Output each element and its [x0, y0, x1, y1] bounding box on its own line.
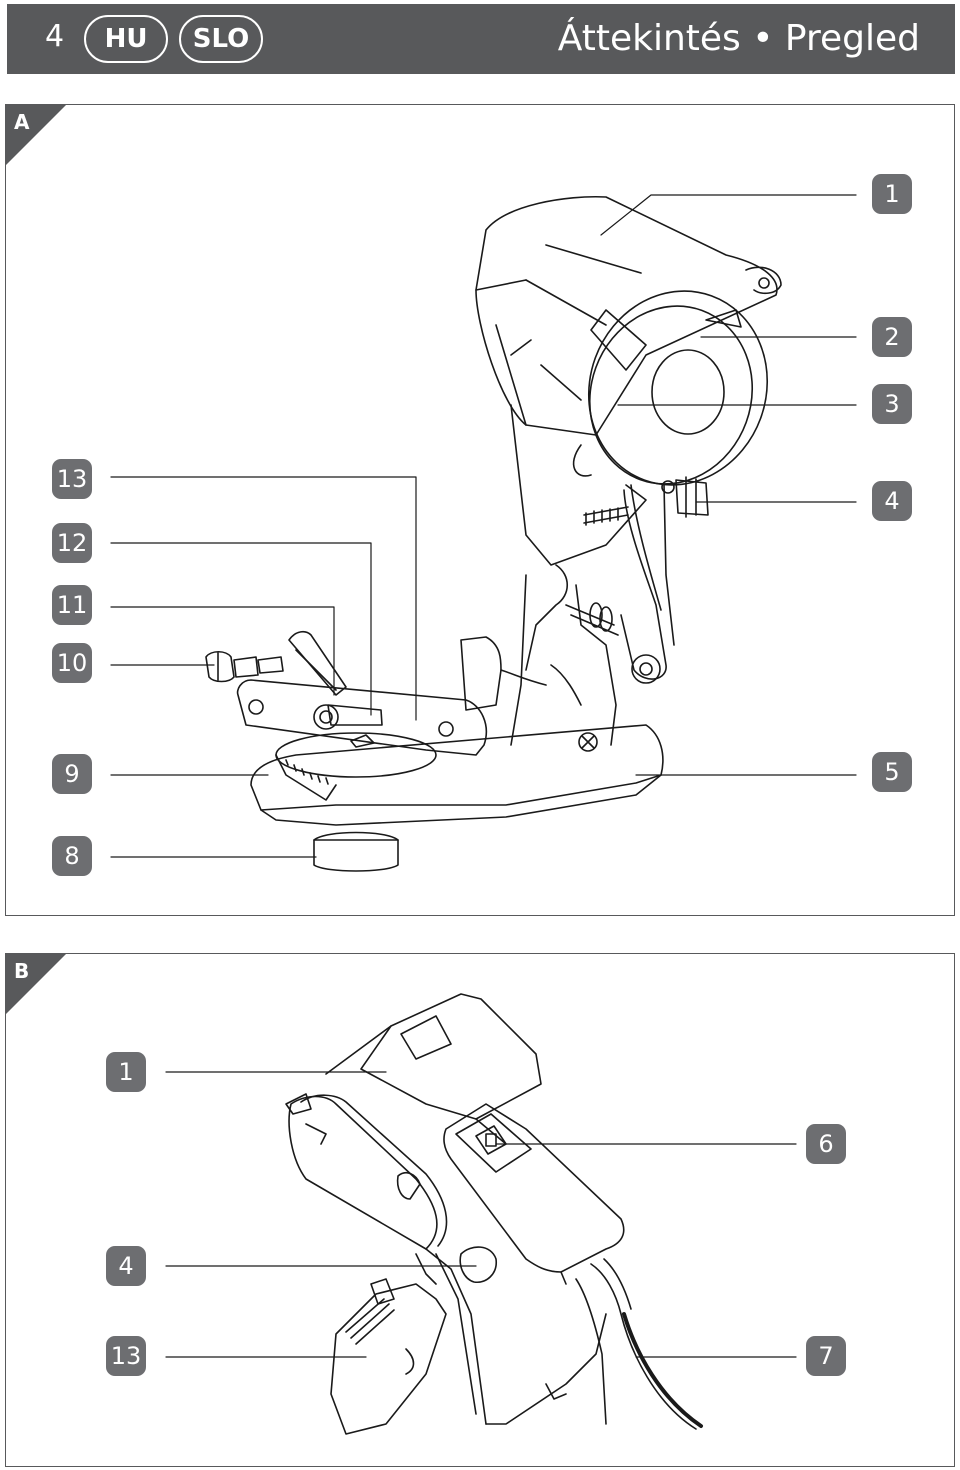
callout-13: 13 [52, 459, 92, 499]
callout-1: 1 [106, 1052, 146, 1092]
power-cable [575, 1258, 703, 1430]
arm-and-knob [415, 1246, 497, 1425]
callout-11: 11 [52, 585, 92, 625]
chain-clamp [236, 679, 488, 756]
callout-leaders-a [110, 194, 857, 858]
panel-corner-tag [6, 105, 66, 165]
adjust-bolt [583, 476, 709, 526]
figure-panel-b: B [5, 953, 955, 1467]
callout-13: 13 [106, 1336, 146, 1376]
callout-3: 3 [872, 384, 912, 424]
callout-9: 9 [52, 754, 92, 794]
clamp-lever [288, 630, 347, 696]
callout-1: 1 [872, 174, 912, 214]
switch-housing [443, 1103, 625, 1285]
panel-corner-tag [6, 954, 66, 1014]
callout-7: 7 [806, 1336, 846, 1376]
wheel-cover-rear [285, 1093, 448, 1250]
callout-4: 4 [106, 1246, 146, 1286]
panel-label-b: B [14, 959, 30, 983]
stop-screw [205, 650, 284, 683]
language-badge-slo: SLO [179, 15, 263, 63]
callout-10: 10 [52, 643, 92, 683]
machine-base [250, 724, 664, 826]
base-foot [313, 831, 399, 872]
page-number: 4 [45, 19, 65, 54]
callout-2: 2 [872, 317, 912, 357]
support-column [460, 564, 619, 746]
panel-label-a: A [14, 110, 30, 134]
chain-holder-rear [330, 1278, 607, 1435]
callout-12: 12 [52, 523, 92, 563]
callout-4: 4 [872, 481, 912, 521]
figure-panel-a: A [5, 104, 955, 916]
motor-housing-rear [325, 993, 542, 1145]
pivot-arm [510, 404, 675, 684]
page-header: 4 HU SLO Áttekintés • Pregled [7, 4, 955, 74]
callout-leaders-b [165, 1071, 797, 1358]
language-badge-hu: HU [84, 15, 168, 63]
sharpener-rear-illustration [165, 993, 797, 1435]
page-title: Áttekintés • Pregled [557, 18, 920, 59]
callout-8: 8 [52, 836, 92, 876]
callout-5: 5 [872, 752, 912, 792]
motor-housing [475, 195, 778, 436]
sharpener-illustration [110, 194, 857, 872]
angle-dial [275, 732, 437, 801]
callout-6: 6 [806, 1124, 846, 1164]
wheel-guard [572, 266, 782, 486]
